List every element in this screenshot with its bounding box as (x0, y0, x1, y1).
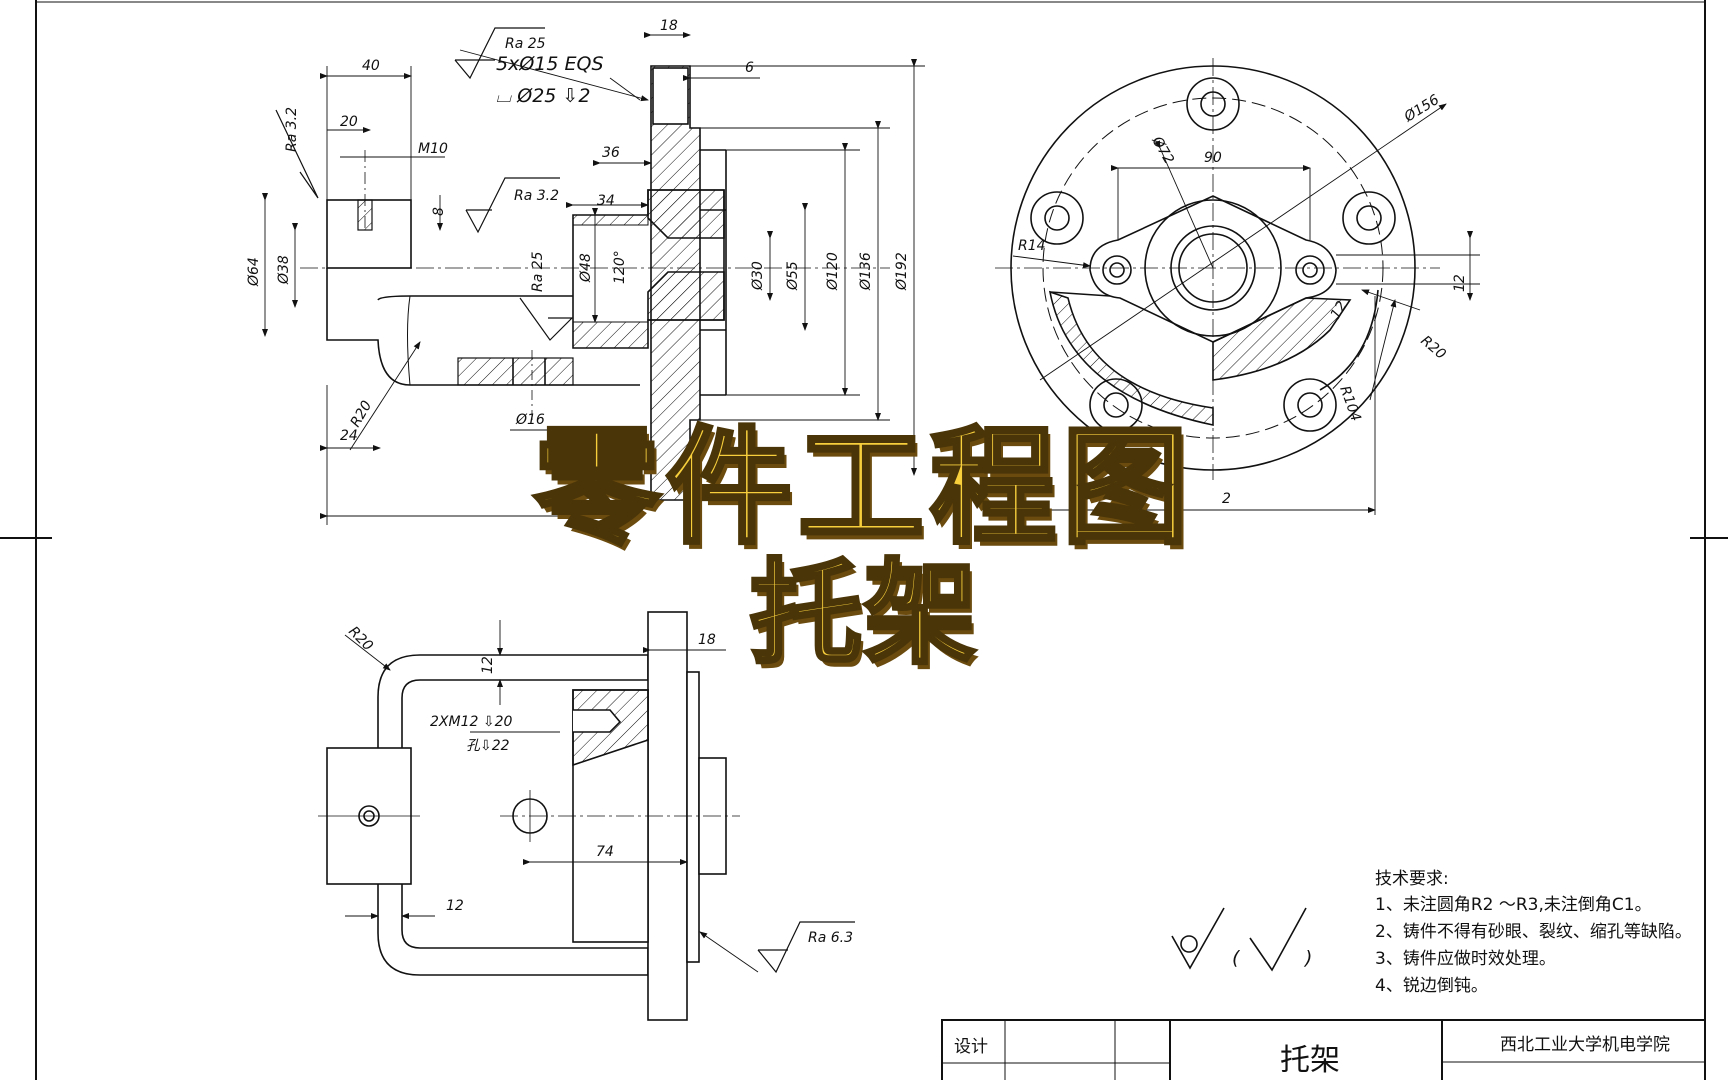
surface-finish-symbol (1171, 907, 1307, 972)
dim-phi120: Ø120 (825, 252, 841, 291)
dim-phi16: Ø16 (515, 412, 545, 428)
ra-6-3-label: Ra 6.3 (808, 930, 853, 946)
dim-phi72: Ø72 (1148, 133, 1177, 167)
thread-note-2xm12: 2XM12 ⇩20 (430, 714, 512, 730)
top-view-dimensions: R20 12 18 2XM12 ⇩20 孔⇩22 74 12 Ra 6.3 (345, 624, 853, 946)
paren-open: ( (1232, 947, 1241, 969)
overlay-title-line2: 托架 (748, 549, 978, 679)
dim-r20-side: R20 (1417, 333, 1448, 363)
thread-m10: M10 (418, 141, 448, 157)
dim-partial-2: 2 (1222, 491, 1231, 507)
title-block-school: 西北工业大学机电学院 (1500, 1035, 1670, 1055)
dim-phi192: Ø192 (894, 252, 910, 291)
title-block-design-label: 设计 (954, 1037, 988, 1057)
ra-25-top-label: Ra 25 (505, 36, 546, 52)
dim-74: 74 (596, 844, 614, 860)
dim-12-right: 12 (1452, 274, 1468, 292)
counterbore-note: ⌴ Ø25 ⇩2 (496, 85, 590, 107)
overlay-title-line1: 零件工程图 (532, 414, 1194, 561)
dim-34: 34 (597, 193, 615, 209)
hole-depth-note: 孔⇩22 (466, 738, 510, 754)
dim-40: 40 (362, 58, 380, 74)
side-view (995, 58, 1480, 515)
dim-12-slot: 12 (1328, 298, 1351, 322)
title-block (941, 1019, 1706, 1080)
tech-req-item-1: 1、未注圆角R2 ～R3,未注倒角C1。 (1375, 895, 1652, 915)
tech-req-title: 技术要求: (1375, 869, 1449, 889)
dim-phi136: Ø136 (858, 252, 874, 291)
ra-3-2-left: Ra 3.2 (284, 107, 300, 152)
dim-36: 36 (602, 145, 620, 161)
dim-8: 8 (431, 207, 447, 216)
ra-25-mid: Ra 25 (530, 251, 546, 292)
dim-24: 24 (340, 428, 358, 444)
dim-phi55: Ø55 (785, 261, 801, 291)
tech-req-item-4: 4、锐边倒钝。 (1375, 976, 1488, 996)
dim-20: 20 (340, 114, 358, 130)
paren-close: ) (1303, 947, 1312, 969)
technical-requirements: 技术要求: 1、未注圆角R2 ～R3,未注倒角C1。 2、铸件不得有砂眼、裂纹、… (1375, 869, 1692, 996)
dim-90: 90 (1204, 150, 1222, 166)
dim-6: 6 (745, 60, 754, 76)
title-block-part-name: 托架 (1280, 1043, 1340, 1078)
holes-note: 5xØ15 EQS (496, 53, 604, 75)
tech-req-item-2: 2、铸件不得有砂眼、裂纹、缩孔等缺陷。 (1375, 922, 1692, 942)
dim-18-top-view: 18 (698, 632, 716, 648)
dim-phi48: Ø48 (578, 253, 594, 283)
top-view (318, 611, 855, 1021)
dim-18-top: 18 (660, 18, 678, 34)
dim-r104: R104 (1336, 384, 1364, 424)
dim-r14: R14 (1018, 238, 1046, 254)
tech-req-item-3: 3、铸件应做时效处理。 (1375, 949, 1556, 969)
dim-12-horiz: 12 (446, 898, 464, 914)
dim-120deg: 120° (612, 250, 628, 284)
front-view (262, 27, 925, 525)
dim-phi38: Ø38 (276, 255, 292, 285)
dim-12-vert: 12 (480, 656, 496, 674)
ra-3-2-mid: Ra 3.2 (514, 188, 559, 204)
dim-phi30: Ø30 (750, 261, 766, 291)
dim-phi64: Ø64 (246, 257, 262, 287)
